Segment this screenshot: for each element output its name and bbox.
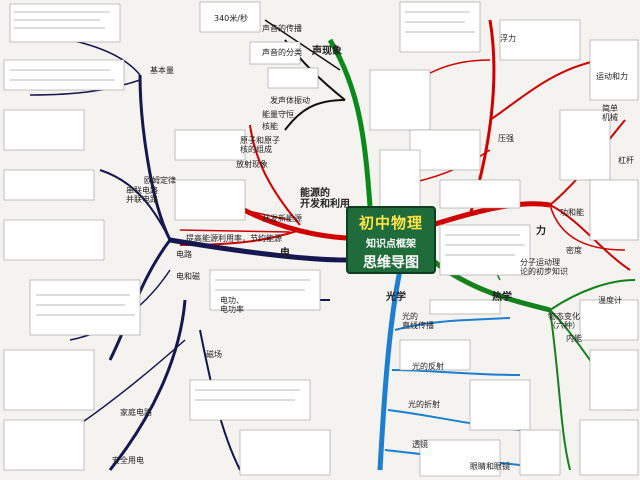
label-pressure: 压强 bbox=[498, 134, 514, 143]
branch-electric: 电 bbox=[280, 248, 290, 259]
label-straight-light: 光的 直线传播 bbox=[402, 312, 434, 330]
label-nuclear: 核能 bbox=[262, 122, 278, 131]
label-lens: 透镜 bbox=[412, 440, 428, 449]
label-simple-machines: 简单 机械 bbox=[602, 104, 618, 122]
label-save-energy: 提高能源利用率，节约能源 bbox=[186, 234, 282, 243]
center-footer: 思维导图 bbox=[363, 255, 419, 271]
label-radiation: 放射现象 bbox=[236, 160, 268, 169]
label-magnetic-field: 磁场 bbox=[206, 350, 222, 359]
branch-energy: 能源的 开发和利用 bbox=[300, 188, 350, 210]
label-home-circuit: 家庭电路 bbox=[120, 408, 152, 417]
label-motion-force: 运动和力 bbox=[596, 72, 628, 81]
label-lever: 杠杆 bbox=[618, 156, 634, 165]
label-basic-quantities: 基本量 bbox=[150, 66, 174, 75]
label-electric-power: 电功、 电功率 bbox=[220, 296, 244, 314]
label-refraction: 光的折射 bbox=[408, 400, 440, 409]
label-density: 密度 bbox=[566, 246, 582, 255]
branch-light: 光学 bbox=[386, 292, 406, 303]
label-molecular-theory: 分子运动理 论的初步知识 bbox=[520, 258, 568, 276]
label-reflection: 光的反射 bbox=[412, 362, 444, 371]
label-work-energy: 功和能 bbox=[560, 208, 584, 217]
label-speed: 340米/秒 bbox=[214, 14, 248, 23]
label-electricity-magnetism: 电和磁 bbox=[176, 272, 200, 281]
label-sound-vibration: 发声体振动 bbox=[270, 96, 310, 105]
label-sound-types: 声音的分类 bbox=[262, 48, 302, 57]
label-buoyancy: 浮力 bbox=[500, 34, 516, 43]
branch-sound: 声现象 bbox=[312, 46, 342, 57]
center-subtitle: 知识点框架 bbox=[366, 239, 416, 250]
label-atom-structure: 原子和原子 核的组成 bbox=[240, 136, 280, 154]
branch-heat: 热学 bbox=[492, 292, 512, 303]
label-series-parallel: 串联电路 并联电路 bbox=[126, 186, 158, 204]
label-circuit: 电路 bbox=[176, 250, 192, 259]
branch-force: 力 bbox=[536, 226, 546, 237]
label-thermometer: 温度计 bbox=[598, 296, 622, 305]
label-energy-conservation: 能量守恒 bbox=[262, 110, 294, 119]
label-sound-propagation: 声音的传播 bbox=[262, 24, 302, 33]
label-safety: 安全用电 bbox=[112, 456, 144, 465]
label-ohm-law: 欧姆定律 bbox=[144, 176, 176, 185]
center-title-box: 初中物理 知识点框架 思维导图 bbox=[346, 206, 436, 274]
label-internal-energy: 内能 bbox=[566, 334, 582, 343]
label-eye: 眼睛和眼镜 bbox=[470, 462, 510, 471]
center-title: 初中物理 bbox=[358, 214, 423, 232]
label-new-energy: 开发新能源 bbox=[262, 214, 302, 223]
label-state-change: 物态变化 （六种） bbox=[548, 312, 580, 330]
